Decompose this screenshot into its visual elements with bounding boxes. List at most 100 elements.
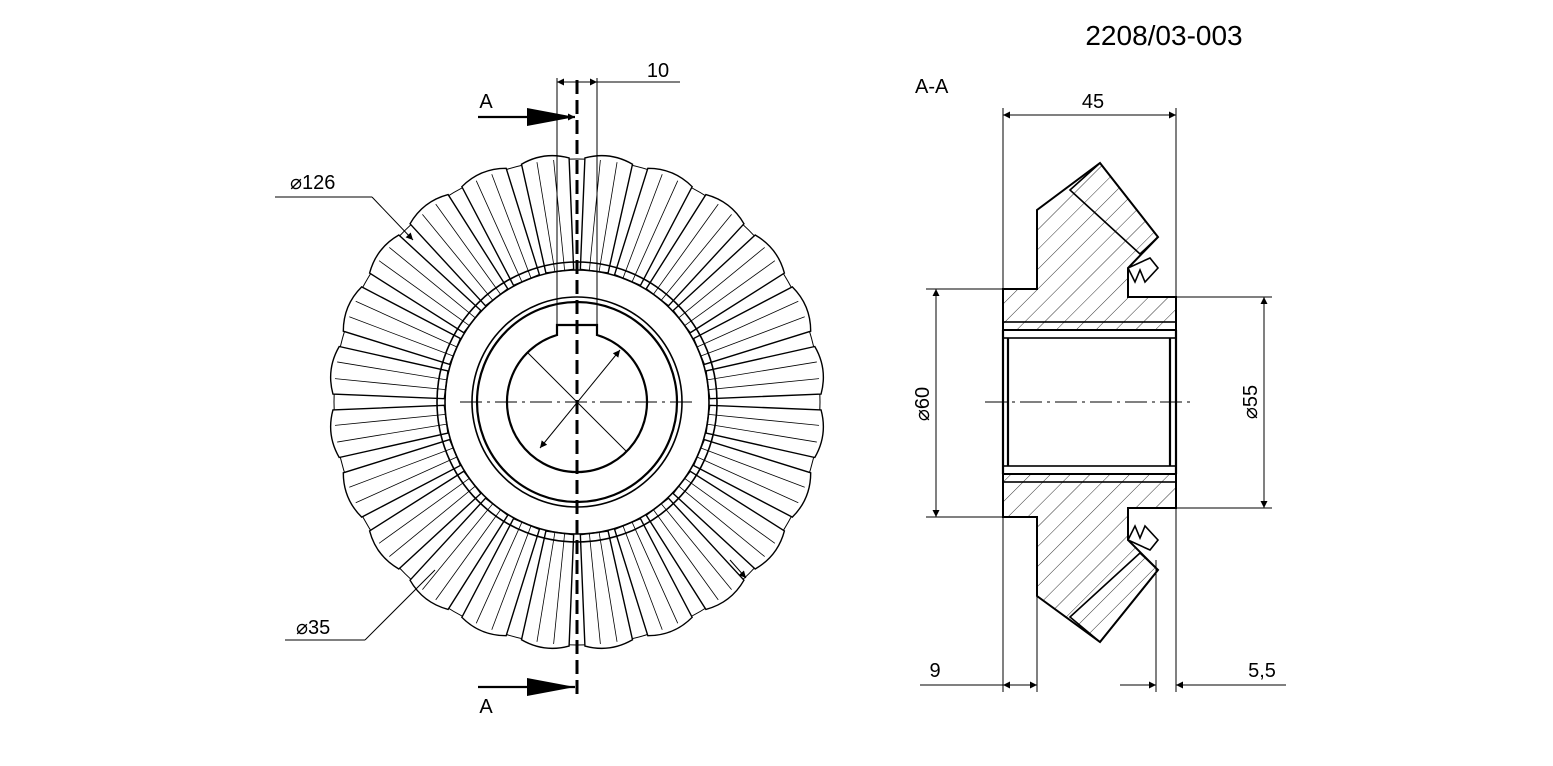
gear-tooth — [692, 285, 812, 366]
gear-tooth-facet — [622, 174, 663, 279]
gear-tooth — [329, 345, 449, 400]
gear-tooth — [342, 285, 462, 366]
gear-tooth-facet — [598, 532, 618, 642]
gear-tooth-facet — [588, 159, 601, 271]
gear-tooth-facet — [707, 361, 817, 381]
gear-tooth-facet — [684, 260, 776, 326]
gear-tooth-facet — [475, 180, 523, 283]
gear-tooth — [409, 497, 509, 611]
gear-tooth-facet — [660, 503, 732, 590]
cut-arrow-top-head — [527, 108, 575, 126]
gear-tooth-facet — [684, 478, 776, 544]
gear-tooth — [409, 193, 509, 307]
section-lower-half — [1002, 473, 1177, 644]
gear-tooth-facet — [696, 300, 799, 348]
gear-tooth-facet — [337, 423, 447, 443]
gear-tooth — [613, 167, 694, 287]
gear-tooth — [342, 438, 462, 519]
gear-tooth-facet — [660, 214, 732, 301]
gear-tooth — [368, 470, 482, 570]
gear-tooth-facet — [631, 180, 679, 283]
gear-tooth-facet — [708, 378, 820, 391]
gear-tooth-facet — [334, 413, 446, 426]
cut-arrow-bottom-head — [527, 678, 575, 696]
gear-tooth-facet — [553, 159, 566, 271]
gear-tooth-facet — [378, 260, 470, 326]
outer-diameter-arrow-far — [729, 559, 747, 579]
gear-tooth-facet — [349, 316, 454, 357]
gear-tooth — [520, 530, 575, 650]
gear-tooth-facet — [700, 447, 805, 488]
gear-tooth-facet — [536, 162, 556, 272]
gear-tooth — [672, 470, 786, 570]
lower-tooth-notch — [1126, 524, 1160, 551]
gear-tooth-facet — [349, 447, 454, 488]
drawing-number: 2208/03-003 — [1085, 20, 1242, 51]
cut-label-bottom: A — [479, 696, 493, 718]
cut-label-top: A — [479, 91, 493, 113]
outer-diameter-leader-diag — [371, 196, 414, 241]
gear-tooth-facet — [491, 525, 532, 630]
gear-tooth-facet — [422, 503, 494, 590]
gear-tooth-facet — [622, 525, 663, 630]
gear-tooth-facet — [422, 214, 494, 301]
section-view: A-A 45 ⌀60 ⌀55 — [912, 76, 1286, 692]
gear-tooth — [579, 530, 634, 650]
gear-tooth-facet — [708, 413, 820, 426]
bore-diameter-text: ⌀35 — [296, 617, 330, 639]
gear-tooth-facet — [355, 300, 458, 348]
outer-diameter-text: ⌀126 — [290, 172, 335, 194]
gear-tooth-facet — [678, 247, 765, 319]
gear-tooth-facet — [553, 533, 566, 645]
gear-tooth-facet — [389, 247, 476, 319]
gear-tooth-facet — [700, 316, 805, 357]
gear-tooth — [672, 234, 786, 334]
gear-tooth — [692, 438, 812, 519]
gear-tooth-facet — [435, 203, 501, 295]
width-dimension-text: 10 — [647, 60, 669, 82]
gear-tooth-facet — [653, 203, 719, 295]
gear-tooth-facet — [389, 485, 476, 557]
gear-tooth-facet — [378, 478, 470, 544]
gear-tooth — [579, 154, 634, 274]
upper-tooth-face — [1068, 161, 1160, 256]
gear-tooth — [645, 193, 745, 307]
gear-tooth-facet — [707, 423, 817, 443]
gear-tooth-facet — [678, 485, 765, 557]
bore-diameter-leader-diag — [364, 569, 436, 641]
offset-text: 5,5 — [1248, 660, 1276, 682]
gear-tooth — [460, 517, 541, 637]
gear-tooth-facet — [491, 174, 532, 279]
gear-tooth-facet — [337, 361, 447, 381]
gear-tooth — [705, 345, 825, 400]
gear-tooth-facet — [653, 509, 719, 601]
gear-tooth-facet — [696, 456, 799, 504]
gear-tooth-facet — [631, 521, 679, 624]
section-upper-half — [1002, 161, 1177, 331]
gear-tooth-facet — [334, 378, 446, 391]
hub-diameter-text: ⌀60 — [912, 387, 934, 421]
gear-tooth-facet — [588, 533, 601, 645]
lower-tooth-face — [1068, 551, 1160, 644]
gear-tooth — [368, 234, 482, 334]
gear-tooth — [329, 404, 449, 459]
upper-tooth-notch — [1126, 257, 1160, 284]
section-label: A-A — [915, 76, 949, 98]
front-view: 10 A A ⌀126 ⌀35 — [275, 60, 825, 718]
bore-with-keyway — [505, 323, 649, 474]
gear-tooth — [460, 167, 541, 287]
gear-tooth — [705, 404, 825, 459]
gear-tooth-facet — [435, 509, 501, 601]
bore-diagonal-b — [539, 349, 621, 449]
gear-tooth — [645, 497, 745, 611]
bore-diameter-right-text: ⌀55 — [1240, 385, 1262, 419]
gear-tooth-facet — [475, 521, 523, 624]
gear-tooth-facet — [536, 532, 556, 642]
gear-teeth — [329, 154, 825, 650]
hub-length-text: 9 — [929, 660, 940, 682]
gear-tooth — [520, 154, 575, 274]
gear-tooth-facet — [598, 162, 618, 272]
length-dimension-text: 45 — [1082, 91, 1104, 113]
gear-tooth — [613, 517, 694, 637]
